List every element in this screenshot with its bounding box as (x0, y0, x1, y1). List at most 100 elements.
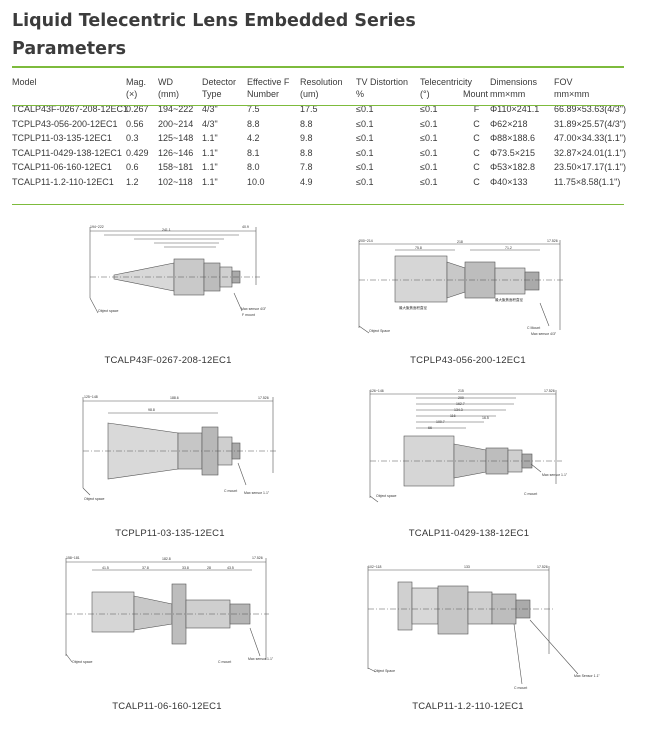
diagram-tcalp11-06: 158~181 182.8 17.526 41.5 37.8 33.8 28 4… (62, 556, 273, 671)
dim-label: 37.8 (142, 566, 149, 570)
dim-label: 200 (458, 396, 464, 400)
diagram-caption: TCPLP11-03-135-12EC1 (115, 528, 225, 539)
object-space-label: Object space (84, 497, 105, 501)
diagram-tcplp43: 200~214 218 17.526 75.8 71.2 最大聚焦面积直径 最大… (355, 238, 565, 338)
table-cell: ≤0.1 (356, 147, 374, 158)
table-cell: Φ62×218 (490, 118, 528, 129)
title-line-2: Parameters (12, 39, 126, 59)
lens-drawing-1 (89, 227, 260, 314)
table-cell: Φ110×241.1 (490, 104, 540, 114)
table-cell: C (473, 162, 480, 173)
mount-label: F mount (242, 313, 255, 317)
sensor-label: Max Sensor 1.1" (574, 674, 600, 678)
dim-label: 66 (428, 426, 432, 430)
table-cell: ≤0.1 (356, 133, 374, 144)
table-cell: 66.89×53.63(4/3") (554, 104, 626, 114)
dim-label: 98.8 (148, 408, 155, 412)
table-cell: 1.2 (126, 176, 139, 187)
header-divider (12, 105, 624, 106)
table-cell: 8.1 (247, 147, 260, 158)
table-cell: 8.8 (300, 147, 313, 158)
mount-label: C mount (524, 492, 538, 496)
table-cell: 4.2 (247, 133, 260, 144)
table-cell: 47.00×34.33(1.1") (554, 133, 626, 144)
dim-label: 215 (458, 389, 464, 393)
table-cell: 126~146 (158, 147, 194, 158)
table-cell: 11.75×8.58(1.1") (554, 176, 621, 187)
dim-label: 133 (464, 565, 470, 569)
dim-label: 158~181 (66, 556, 80, 560)
table-cell: ≤0.1 (356, 118, 374, 129)
dim-label: 17.526 (544, 389, 555, 393)
table-cell: 4/3" (202, 104, 218, 114)
dim-label: 41.5 (102, 566, 109, 570)
diagram-tcalp11-0429: 126~146 215 17.526 200 162.7 134.3 116 1… (366, 388, 568, 508)
table-cell: 10.0 (247, 176, 265, 187)
table-cell: 32.87×24.01(1.1") (554, 147, 626, 158)
dim-label: 241.1 (162, 228, 171, 232)
dim-label: 200~214 (359, 239, 373, 243)
table-cell: ≤0.1 (420, 104, 438, 114)
header-model: Model (12, 77, 37, 87)
table-cell: 31.89×25.57(4/3") (554, 118, 626, 129)
table-cell: 0.6 (126, 162, 139, 173)
sensor-label: Max sensor 1.1" (244, 491, 270, 495)
dim-label: 116 (450, 414, 456, 418)
table-cell: Φ40×133 (490, 176, 528, 187)
table-bottom-rule (12, 204, 624, 205)
table-cell: TCALP11-1.2-110-12EC1 (12, 176, 114, 187)
table-cell: TCPLP43-056-200-12EC1 (12, 118, 118, 129)
table-cell: TCALP11-06-160-12EC1 (12, 162, 112, 173)
lens-drawing-5 (65, 558, 269, 663)
dim-label: 102~118 (368, 565, 382, 569)
lens-drawing-4 (369, 390, 562, 503)
table-cell: ≤0.1 (420, 133, 438, 144)
dim-label: 218 (457, 240, 463, 244)
table-cell: ≤0.1 (356, 104, 374, 114)
dim-label: 17.526 (537, 565, 548, 569)
title-line-1: Liquid Telecentric Lens Embedded Series (12, 11, 416, 31)
object-space-label: Object space (376, 494, 397, 498)
dim-label: 125~148 (84, 395, 98, 399)
table-cell: ≤0.1 (420, 162, 438, 173)
header-mount: Mount (463, 89, 489, 99)
dim-label: 134.3 (454, 408, 463, 412)
table-cell: 200~214 (158, 118, 194, 129)
page-title: Liquid Telecentric Lens Embedded Series … (12, 7, 416, 63)
table-cell: 1.1" (202, 176, 218, 187)
diagram-caption: TCALP11-06-160-12EC1 (112, 701, 222, 712)
table-cell: 9.8 (300, 133, 313, 144)
object-space-label: Object Space (369, 329, 391, 333)
diagram-caption: TCALP43F-0267-208-12EC1 (104, 355, 232, 366)
note-label: 最大聚焦面积直径 (495, 298, 523, 302)
header-wd: WD(mm) (158, 77, 179, 99)
dim-label: 17.526 (258, 396, 269, 400)
table-cell: TCPLP11-03-135-12EC1 (12, 133, 112, 144)
dim-label: 100.7 (436, 420, 445, 424)
header-tv-distortion: TV Distortion% (356, 77, 409, 99)
table-cell: C (473, 147, 480, 158)
dim-label: 71.2 (505, 246, 512, 250)
lens-drawing-3 (82, 397, 276, 496)
dim-label: 43.5 (227, 566, 234, 570)
table-cell: 17.5 (300, 104, 318, 114)
diagram-caption: TCPLP43-056-200-12EC1 (410, 355, 526, 366)
diagram-caption: TCALP11-1.2-110-12EC1 (412, 701, 524, 712)
table-cell: F (473, 104, 480, 114)
sensor-label: Max sensor 1.1" (542, 473, 568, 477)
dim-label: 75.8 (415, 246, 422, 250)
dim-label: 40.9 (242, 225, 249, 229)
mount-label: C Mount (527, 326, 541, 330)
table-cell: C (473, 118, 480, 129)
dim-label: 28 (207, 566, 211, 570)
table-cell: ≤0.1 (356, 162, 374, 173)
sensor-label: Max sensor 4/3" (531, 332, 557, 336)
diagram-tcalp11-1-2: 102~118 133 17.526 Object Space C mount … (364, 564, 600, 694)
